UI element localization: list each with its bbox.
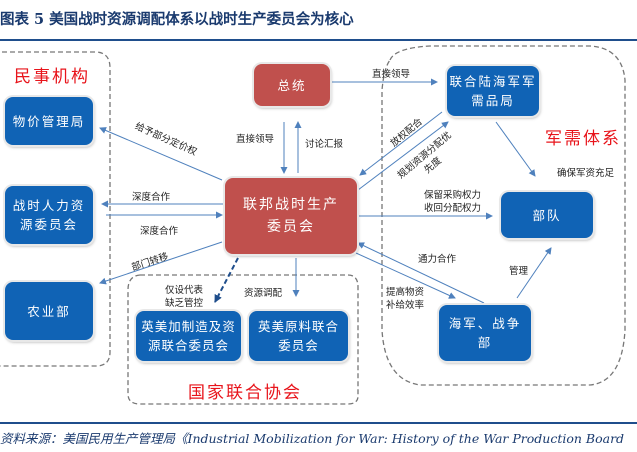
edge-wpb-navy	[355, 252, 456, 299]
node-navy-war-dept: 海军、战争部	[439, 305, 531, 361]
label-wpb-president: 讨论汇报	[305, 139, 344, 150]
node-wpb-label: 联邦战时生产委员会	[243, 197, 339, 235]
node-president: 总统	[254, 64, 330, 106]
edge-munitions-wpb	[359, 111, 443, 176]
label-president-munitions: 直接领导	[372, 69, 411, 80]
node-cma-production-label: 英美加制造及资源联合委员会	[141, 319, 236, 353]
figure-title: 图表 5 美国战时资源调配体系以战时生产委员会为核心	[0, 11, 354, 28]
label-wpb-raw: 资源调配	[244, 288, 283, 299]
node-army-navy-munitions-label: 联合陆海军军需品局	[449, 74, 537, 108]
edge-navy-troops	[516, 247, 552, 299]
node-wpb: 联邦战时生产委员会	[225, 178, 357, 254]
source-note: 资料来源：美国民用生产管理局《Industrial Mobilization f…	[0, 431, 625, 446]
label-wpb-cma: 仅设代表缺乏管控	[165, 285, 204, 309]
group-military-border	[381, 45, 626, 386]
node-agriculture-label: 农业部	[27, 303, 71, 319]
node-manpower-label: 战时人力资源委员会	[12, 198, 86, 232]
edge-navy-wpb	[357, 242, 485, 304]
node-raw-materials-label: 英美原料联合委员会	[257, 319, 339, 353]
label-navy-wpb: 通力合作	[418, 254, 457, 265]
label-wpb-navy: 提高物资补给效率	[386, 287, 425, 311]
group-title-military: 军需体系	[545, 129, 621, 149]
footer-divider	[0, 422, 637, 424]
label-munitions-troops: 确保军资充足	[557, 168, 615, 179]
node-troops: 部队	[501, 192, 593, 238]
node-manpower: 战时人力资源委员会	[5, 186, 93, 244]
group-title-civil: 民事机构	[14, 67, 90, 87]
label-wpb-manpower: 深度合作	[132, 192, 171, 203]
edge-wpb-munitions	[357, 121, 449, 191]
title-divider	[0, 39, 637, 41]
group-national-border	[127, 274, 359, 405]
node-army-navy-munitions: 联合陆海军军需品局	[447, 66, 539, 116]
label-manpower-wpb: 深度合作	[140, 226, 179, 237]
node-price-office: 物价管理局	[5, 97, 93, 145]
group-title-national: 国家联合协会	[188, 383, 302, 403]
node-raw-materials: 英美原料联合委员会	[249, 311, 348, 361]
label-president-wpb: 直接领导	[236, 134, 275, 145]
node-agriculture: 农业部	[5, 282, 93, 340]
node-troops-label: 部队	[532, 207, 562, 223]
edge-wpb-price	[99, 127, 223, 181]
edge-munitions-troops	[495, 121, 536, 177]
edge-wpb-agri	[99, 241, 223, 285]
node-navy-war-dept-label: 海军、战争部	[448, 316, 522, 350]
label-navy-troops: 管理	[509, 266, 529, 277]
label-wpb-troops: 保留采购权力收回分配权力	[424, 190, 482, 214]
node-cma-production: 英美加制造及资源联合委员会	[136, 311, 241, 361]
node-price-office-label: 物价管理局	[12, 113, 86, 129]
node-president-label: 总统	[277, 77, 307, 93]
group-civil-border	[0, 51, 111, 367]
edge-wpb-cma	[214, 257, 239, 303]
